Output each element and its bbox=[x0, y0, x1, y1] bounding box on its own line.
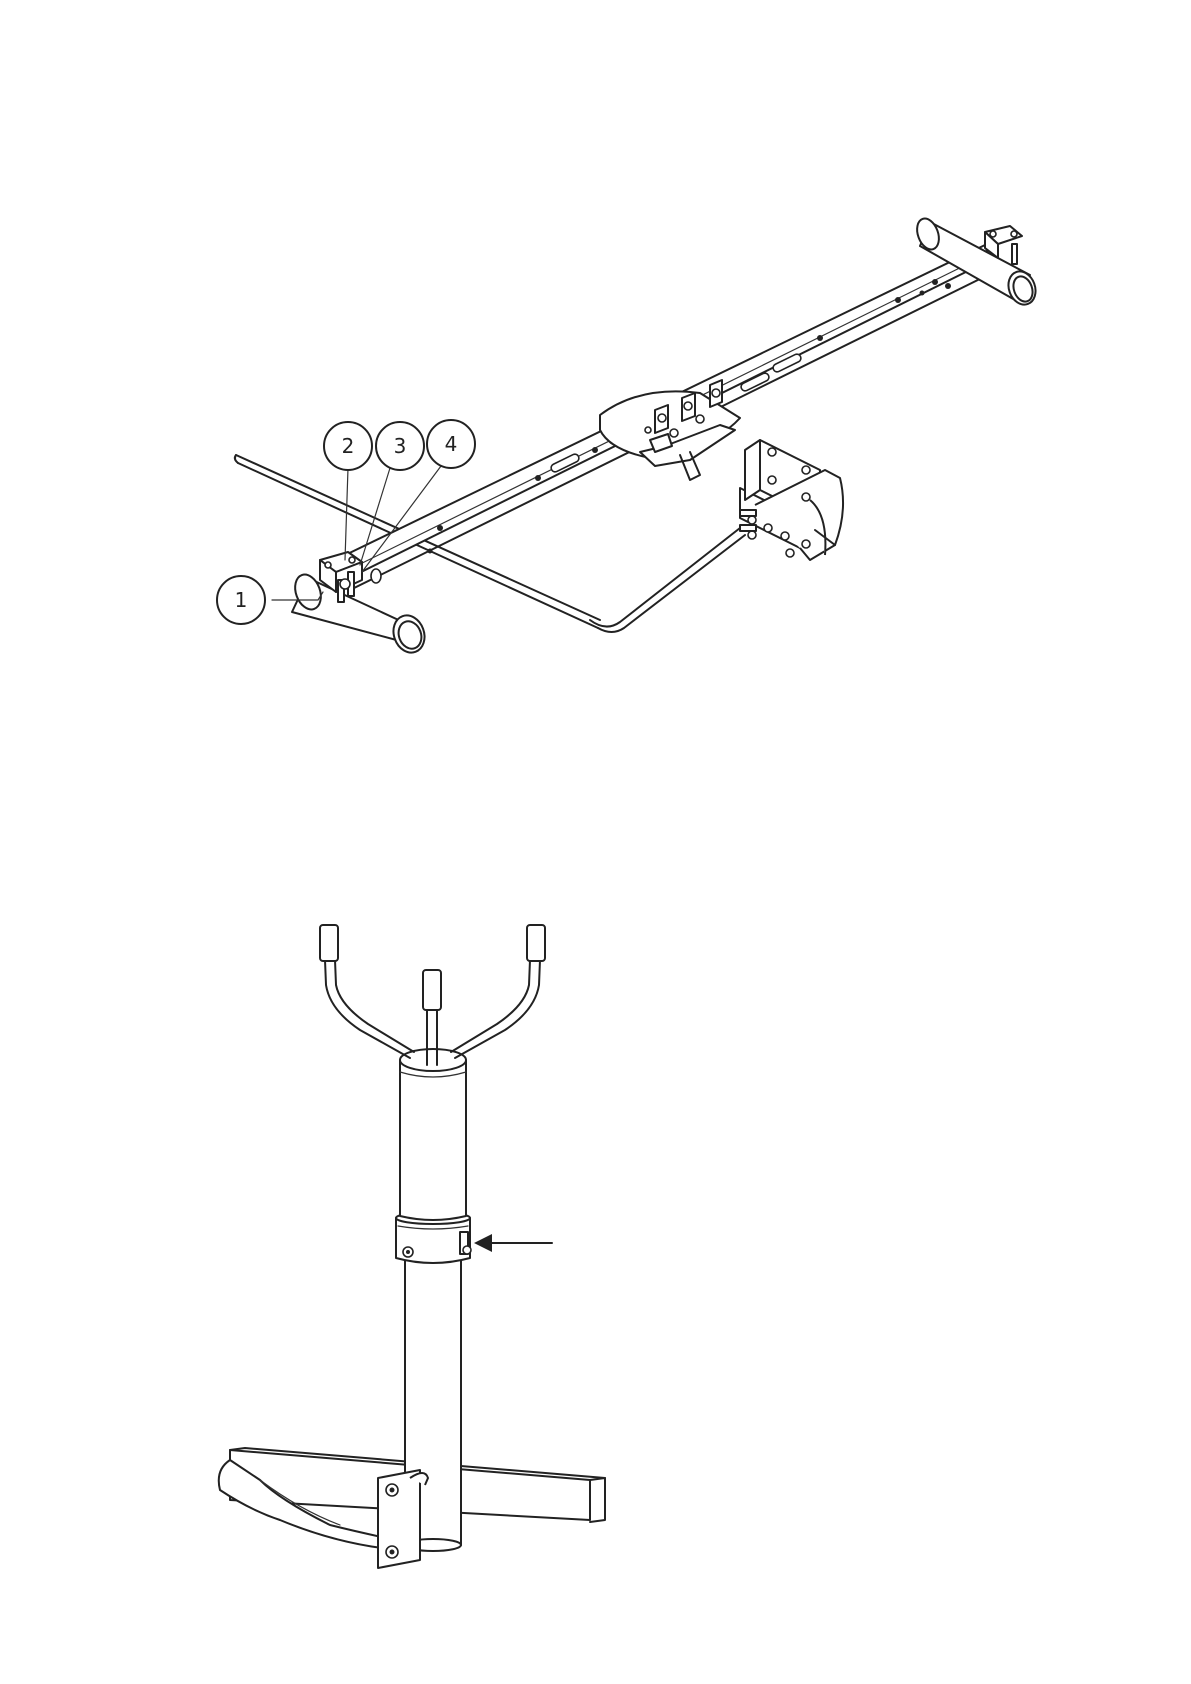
left-tube bbox=[291, 571, 430, 657]
arrow-head-icon bbox=[474, 1234, 492, 1252]
anemometer-on-pole-icon bbox=[219, 925, 605, 1568]
callout-2: 2 bbox=[324, 422, 372, 470]
mast-bracket bbox=[740, 440, 843, 560]
callout-1: 1 bbox=[217, 576, 265, 624]
callout-4: 4 bbox=[427, 420, 475, 468]
callout-label: 3 bbox=[394, 434, 407, 458]
callout-label: 4 bbox=[445, 432, 458, 456]
sensor-body bbox=[400, 1049, 466, 1220]
right-tube bbox=[913, 216, 1040, 309]
indicator-arrow bbox=[474, 1234, 552, 1252]
callout-label: 2 bbox=[342, 434, 355, 458]
transducer-arms bbox=[320, 925, 545, 1065]
callout-3: 3 bbox=[376, 422, 424, 470]
pole-clamp bbox=[378, 1470, 428, 1568]
center-plate bbox=[600, 380, 740, 480]
callout-label: 1 bbox=[235, 588, 248, 612]
